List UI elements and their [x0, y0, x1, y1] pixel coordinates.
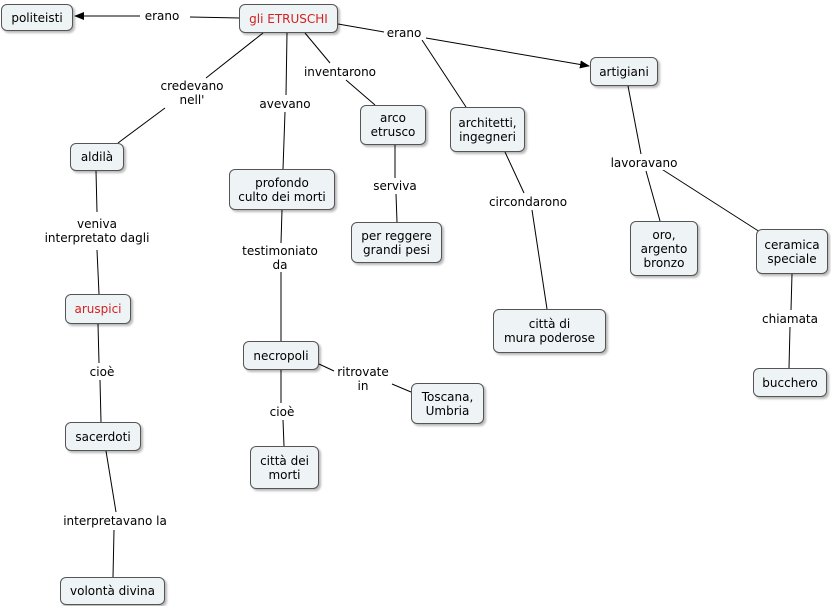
link-inventarono: inventarono — [301, 65, 379, 79]
concept-toscana-umbria[interactable]: Toscana, Umbria — [411, 383, 484, 424]
concept-label: sacerdoti — [75, 429, 131, 444]
concept-label: oro, argento bronzo — [640, 227, 688, 270]
line-sacerdoti-interpretavano — [105, 450, 117, 513]
line-etruschi-credevano — [205, 32, 264, 79]
line-etruschi-avevano — [285, 32, 288, 96]
line-etruschi-architetti — [421, 39, 467, 108]
concept-artigiani[interactable]: artigiani — [590, 57, 658, 86]
line-interpretavano-volonta — [112, 529, 115, 578]
line-necropoli-ritrovate — [318, 363, 335, 372]
link-serviva: serviva — [371, 179, 419, 193]
concept-gli-etruschi[interactable]: gli ETRUSCHI — [239, 4, 338, 33]
link-credevano-nell: credevano nell' — [158, 79, 226, 107]
concept-citta-dei-morti[interactable]: città dei morti — [250, 446, 319, 489]
concept-politeisti[interactable]: politeisti — [1, 4, 73, 31]
link-circondarono: circondarono — [486, 195, 570, 209]
concept-label: volontà divina — [70, 584, 155, 598]
concept-label: ceramica speciale — [764, 237, 820, 266]
line-aldila-veniva — [95, 170, 98, 213]
concept-aldila[interactable]: aldilà — [70, 143, 124, 171]
concept-label: città dei morti — [260, 453, 309, 482]
concept-aruspici[interactable]: aruspici — [65, 294, 131, 324]
link-cioe-necropoli: cioè — [267, 405, 297, 419]
link-cioe-aruspici: cioè — [87, 365, 117, 379]
line-aruspici-cioe — [97, 323, 100, 364]
line-architetti-circondarono — [504, 151, 525, 194]
concept-label: aldilà — [80, 150, 114, 164]
concept-label: arco etrusco — [370, 111, 416, 139]
line-ceramica-chiamata — [790, 273, 793, 311]
link-erano-artigiani: erano — [384, 26, 424, 40]
concept-label: città di mura poderose — [503, 317, 595, 345]
line-etruschi-erano — [189, 16, 241, 19]
link-ritrovate-in: ritrovate in — [335, 365, 391, 393]
concept-arco-etrusco[interactable]: arco etrusco — [360, 105, 426, 145]
line-circondarono-mura — [531, 209, 548, 310]
concept-label: bucchero — [762, 375, 818, 390]
concept-label: artigiani — [599, 64, 649, 79]
concept-sacerdoti[interactable]: sacerdoti — [65, 422, 141, 451]
line-etruschi-inventarono — [304, 32, 331, 64]
concept-label: gli ETRUSCHI — [249, 11, 328, 26]
line-lavoravano-ceramica — [659, 167, 761, 233]
line-serviva-pesi — [395, 193, 398, 223]
line-cioe-sacerdoti — [99, 379, 102, 423]
concept-label: profondo culto dei morti — [238, 175, 326, 204]
concept-per-reggere[interactable]: per reggere grandi pesi — [351, 222, 442, 263]
concept-profondo-culto[interactable]: profondo culto dei morti — [229, 169, 335, 210]
link-erano-politeisti: erano — [142, 9, 182, 23]
concept-label: architetti, ingegneri — [458, 115, 517, 144]
line-erano-artigiani — [425, 37, 590, 69]
line-veniva-aruspici — [96, 249, 100, 295]
line-ritrovate-toscana — [391, 383, 412, 393]
concept-citta-di-mura[interactable]: città di mura poderose — [493, 309, 606, 353]
link-avevano: avevano — [257, 97, 313, 111]
line-lavoravano-oro — [645, 170, 661, 222]
line-inventarono-arco — [345, 79, 376, 106]
concept-label: per reggere grandi pesi — [361, 228, 432, 257]
concept-volonta-divina[interactable]: volontà divina — [60, 577, 165, 605]
line-profondo-testimoniato — [280, 209, 283, 244]
line-artigiani-lavoravano — [627, 85, 642, 155]
concept-label: Toscana, Umbria — [421, 389, 474, 418]
concept-ceramica-speciale[interactable]: ceramica speciale — [756, 229, 828, 274]
link-lavoravano: lavoravano — [608, 156, 680, 170]
concept-oro-argento-bronzo[interactable]: oro, argento bronzo — [630, 221, 698, 276]
line-chiamata-bucchero — [788, 326, 791, 369]
link-interpretavano-la: interpretavano la — [61, 514, 169, 528]
line-avevano-profondo — [282, 111, 286, 170]
concept-bucchero[interactable]: bucchero — [753, 368, 827, 397]
line-cioe-citta-morti — [282, 419, 285, 447]
concept-necropoli[interactable]: necropoli — [243, 341, 319, 370]
concept-label: politeisti — [11, 10, 63, 25]
line-etruschi-erano-2 — [337, 23, 385, 33]
link-testimoniato-da: testimoniato da — [240, 244, 320, 272]
concept-label: aruspici — [74, 302, 122, 316]
line-credevano-aldila — [117, 107, 166, 144]
concept-label: necropoli — [253, 348, 309, 363]
link-veniva-interpretato: veniva interpretato dagli — [42, 217, 152, 245]
concept-architetti[interactable]: architetti, ingegneri — [450, 107, 525, 152]
link-chiamata: chiamata — [760, 312, 820, 326]
